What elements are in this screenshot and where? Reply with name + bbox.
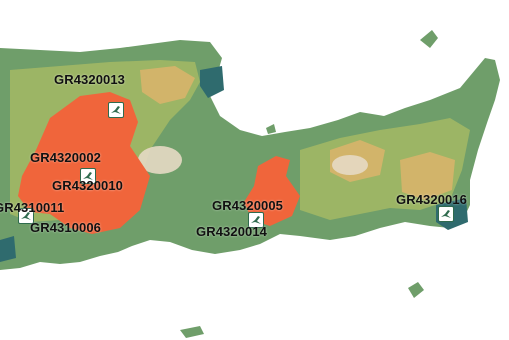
coastal-zone: [200, 66, 224, 98]
site-marker-GR4320005[interactable]: [248, 212, 264, 228]
protected-area: [18, 92, 150, 234]
mountain-peak: [332, 155, 368, 175]
site-label[interactable]: GR4320005: [212, 198, 284, 213]
site-label[interactable]: GR4320002: [30, 150, 102, 165]
islet: [408, 282, 424, 298]
bird-icon: [251, 216, 261, 224]
upland-zone-north: [140, 66, 195, 104]
site-marker-GR4320013[interactable]: [108, 102, 124, 118]
islet: [180, 326, 204, 338]
bird-icon: [21, 212, 31, 220]
islet: [266, 124, 276, 134]
bird-icon: [83, 172, 93, 180]
site-label[interactable]: GR4310011: [0, 200, 65, 215]
site-marker-GR4310011[interactable]: [18, 208, 34, 224]
site-label[interactable]: GR4320010: [52, 178, 124, 193]
upland-zone-east: [400, 152, 455, 200]
site-label[interactable]: GR4320016: [396, 192, 468, 207]
site-label[interactable]: GR4320013: [54, 72, 126, 87]
site-label[interactable]: GR4310006: [30, 220, 102, 235]
bird-icon: [441, 210, 451, 218]
site-marker-GR4320016[interactable]: [438, 206, 454, 222]
mountain-peak: [138, 146, 182, 174]
bird-icon: [111, 106, 121, 114]
coastal-zone: [0, 236, 16, 262]
protected-area: [244, 156, 300, 226]
site-label[interactable]: GR4320014: [196, 224, 268, 239]
site-marker-GR4320010[interactable]: [80, 168, 96, 184]
islet: [420, 30, 438, 48]
